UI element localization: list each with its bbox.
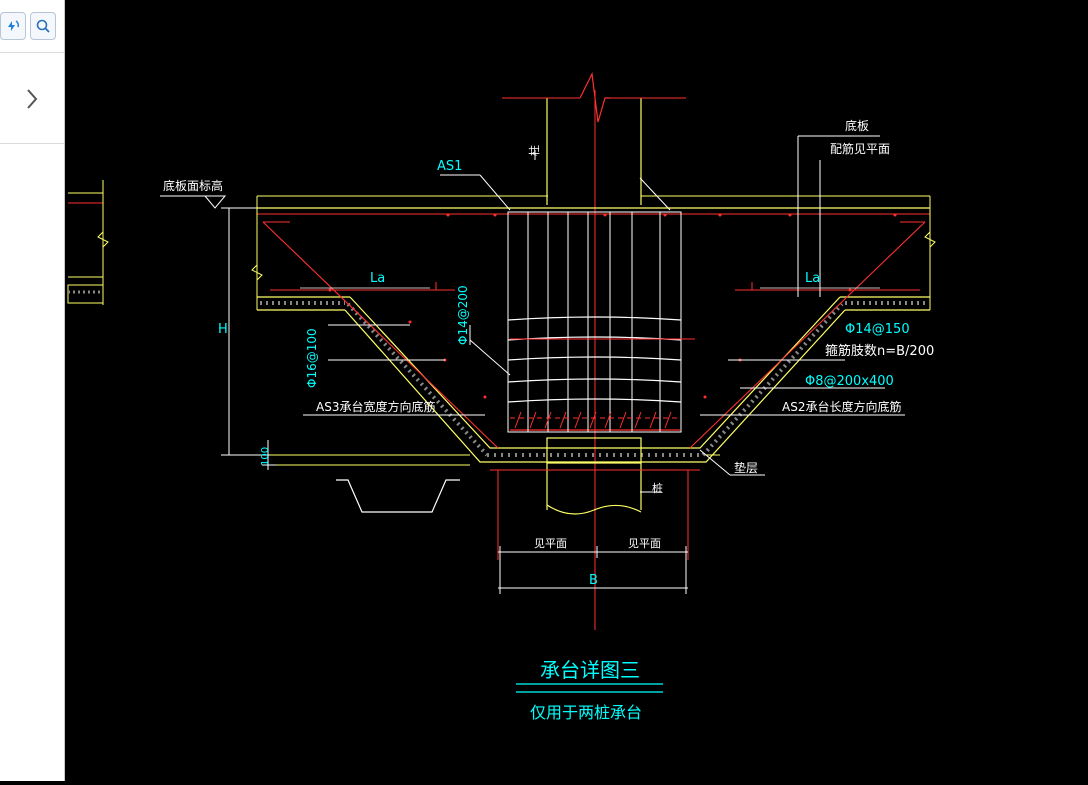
label-stirrup-count: 箍筋肢数n=B/200 [825, 343, 934, 359]
label-slab-top-elev: 底板面标高 [163, 178, 223, 193]
pile-cap-detail-drawing: 底板面标高 底板 配筋见平面 箍筋肢数n=B/200 垫层 见平面 见平面 AS… [67, 71, 936, 722]
label-slab-reinf: 配筋见平面 [830, 141, 890, 156]
column-rebar-cage [507, 211, 695, 433]
drawing-title: 承台详图三 [540, 658, 640, 682]
label-as1: AS1 [437, 159, 462, 174]
left-sidebar [0, 0, 65, 781]
label-dim-100: 100 [260, 447, 271, 466]
label-as3: AS3承台宽度方向底筋 [316, 399, 435, 414]
column-above [502, 71, 686, 205]
label-pile: 桩 [652, 481, 663, 495]
label-as2: AS2承台长度方向底筋 [782, 399, 901, 414]
label-phi8: Φ8@200x400 [805, 374, 894, 389]
label-la-left: La [370, 271, 385, 286]
left-partial-view [67, 180, 104, 305]
label-slab-bottom: 底板 [845, 118, 869, 133]
rebars-red [262, 213, 926, 449]
leader-lines [303, 135, 905, 493]
label-phi16: Φ16@100 [305, 328, 319, 388]
rebar-hatch [514, 411, 672, 429]
sync-button[interactable] [0, 12, 26, 40]
search-icon [36, 19, 50, 33]
cushion-hatch [260, 301, 928, 457]
label-la-right: La [805, 271, 820, 286]
chevron-right-icon [27, 89, 38, 109]
expand-panel-button[interactable] [20, 86, 44, 112]
label-see-plan-left: 见平面 [534, 537, 567, 550]
label-h-dim: H [218, 322, 228, 337]
cad-drawing-canvas[interactable]: 底板面标高 底板 配筋见平面 箍筋肢数n=B/200 垫层 见平面 见平面 AS… [65, 0, 1088, 781]
label-phi14-200: Φ14@200 [456, 285, 470, 345]
dimension-lines [160, 195, 880, 594]
sync-icon [8, 20, 20, 31]
sidebar-divider-bottom [0, 143, 64, 144]
search-button[interactable] [30, 12, 56, 40]
section-symbol [336, 479, 460, 513]
pile [490, 437, 700, 560]
sidebar-divider-top [0, 52, 64, 53]
label-column: 柱 [527, 145, 541, 156]
slab-outline [256, 195, 931, 466]
break-symbols [97, 231, 936, 281]
label-see-plan-right: 见平面 [628, 537, 661, 550]
label-phi14-150: Φ14@150 [845, 322, 910, 337]
drawing-subtitle: 仅用于两桩承台 [530, 703, 642, 722]
label-cushion: 垫层 [734, 460, 758, 475]
label-b-dim: B [589, 573, 598, 588]
